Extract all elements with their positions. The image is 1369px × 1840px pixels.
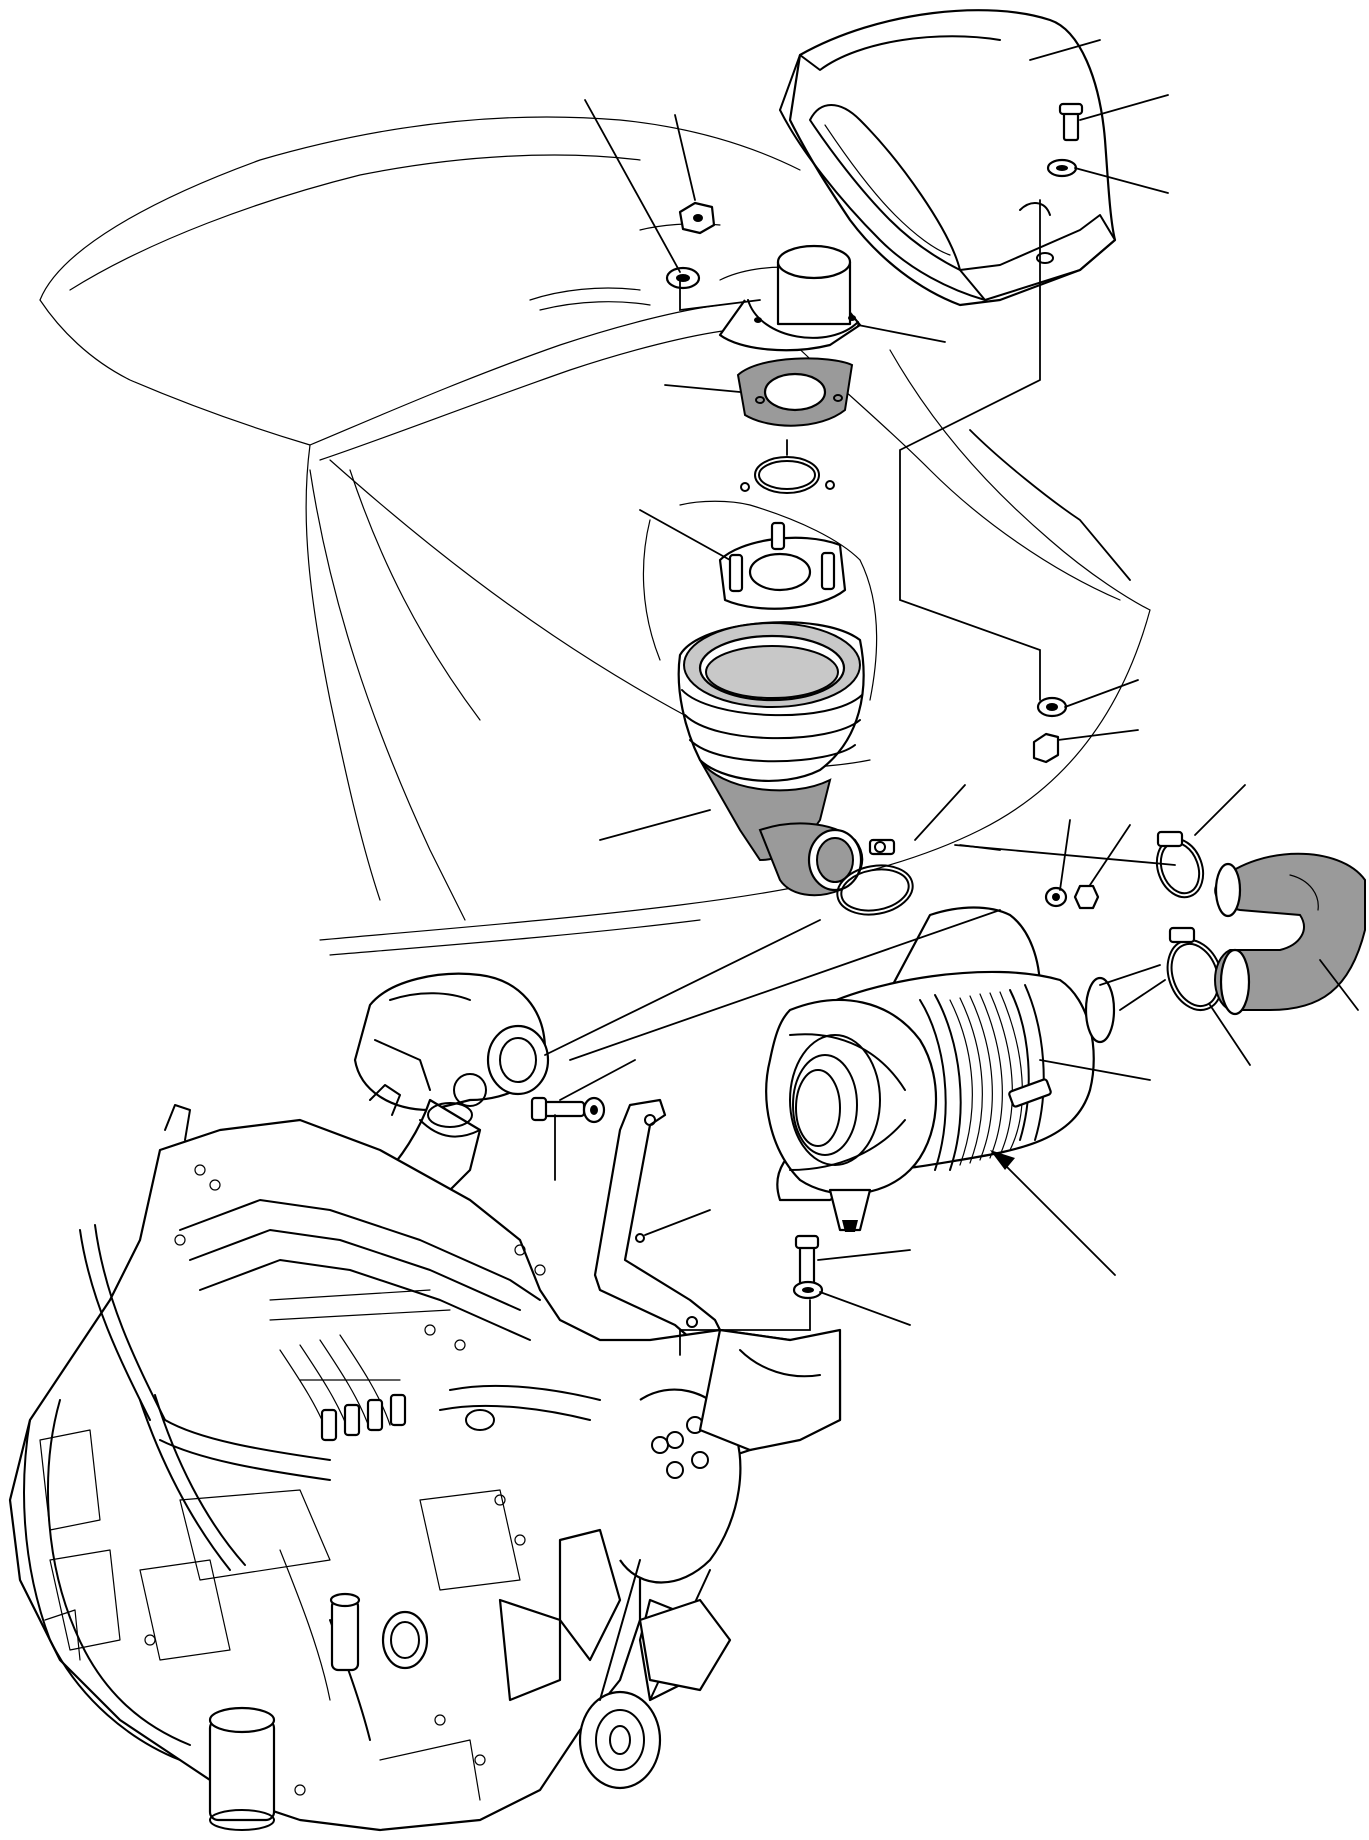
lower-bolt [792,1234,824,1300]
outlet-duct [698,1328,842,1452]
cap-screw [1046,102,1084,178]
stud-flange [718,521,847,610]
mounting-bracket [593,1098,722,1340]
pre-cleaner-bowl [677,621,865,897]
intake-tube [718,244,862,352]
o-ring [740,439,835,494]
bracket-bolt [530,1096,606,1124]
filter-nut [1044,884,1100,910]
air-filter-housing [765,906,1116,1232]
leader-lines [544,39,1359,1356]
hose-clamp-1 [836,838,914,916]
rain-cap [779,9,1117,307]
top-nut [665,201,716,290]
hose-clamp-2 [1155,830,1205,899]
gasket [736,357,854,427]
side-nut [1032,696,1068,764]
diesel-engine [8,972,842,1832]
hood-outline [39,116,1151,956]
